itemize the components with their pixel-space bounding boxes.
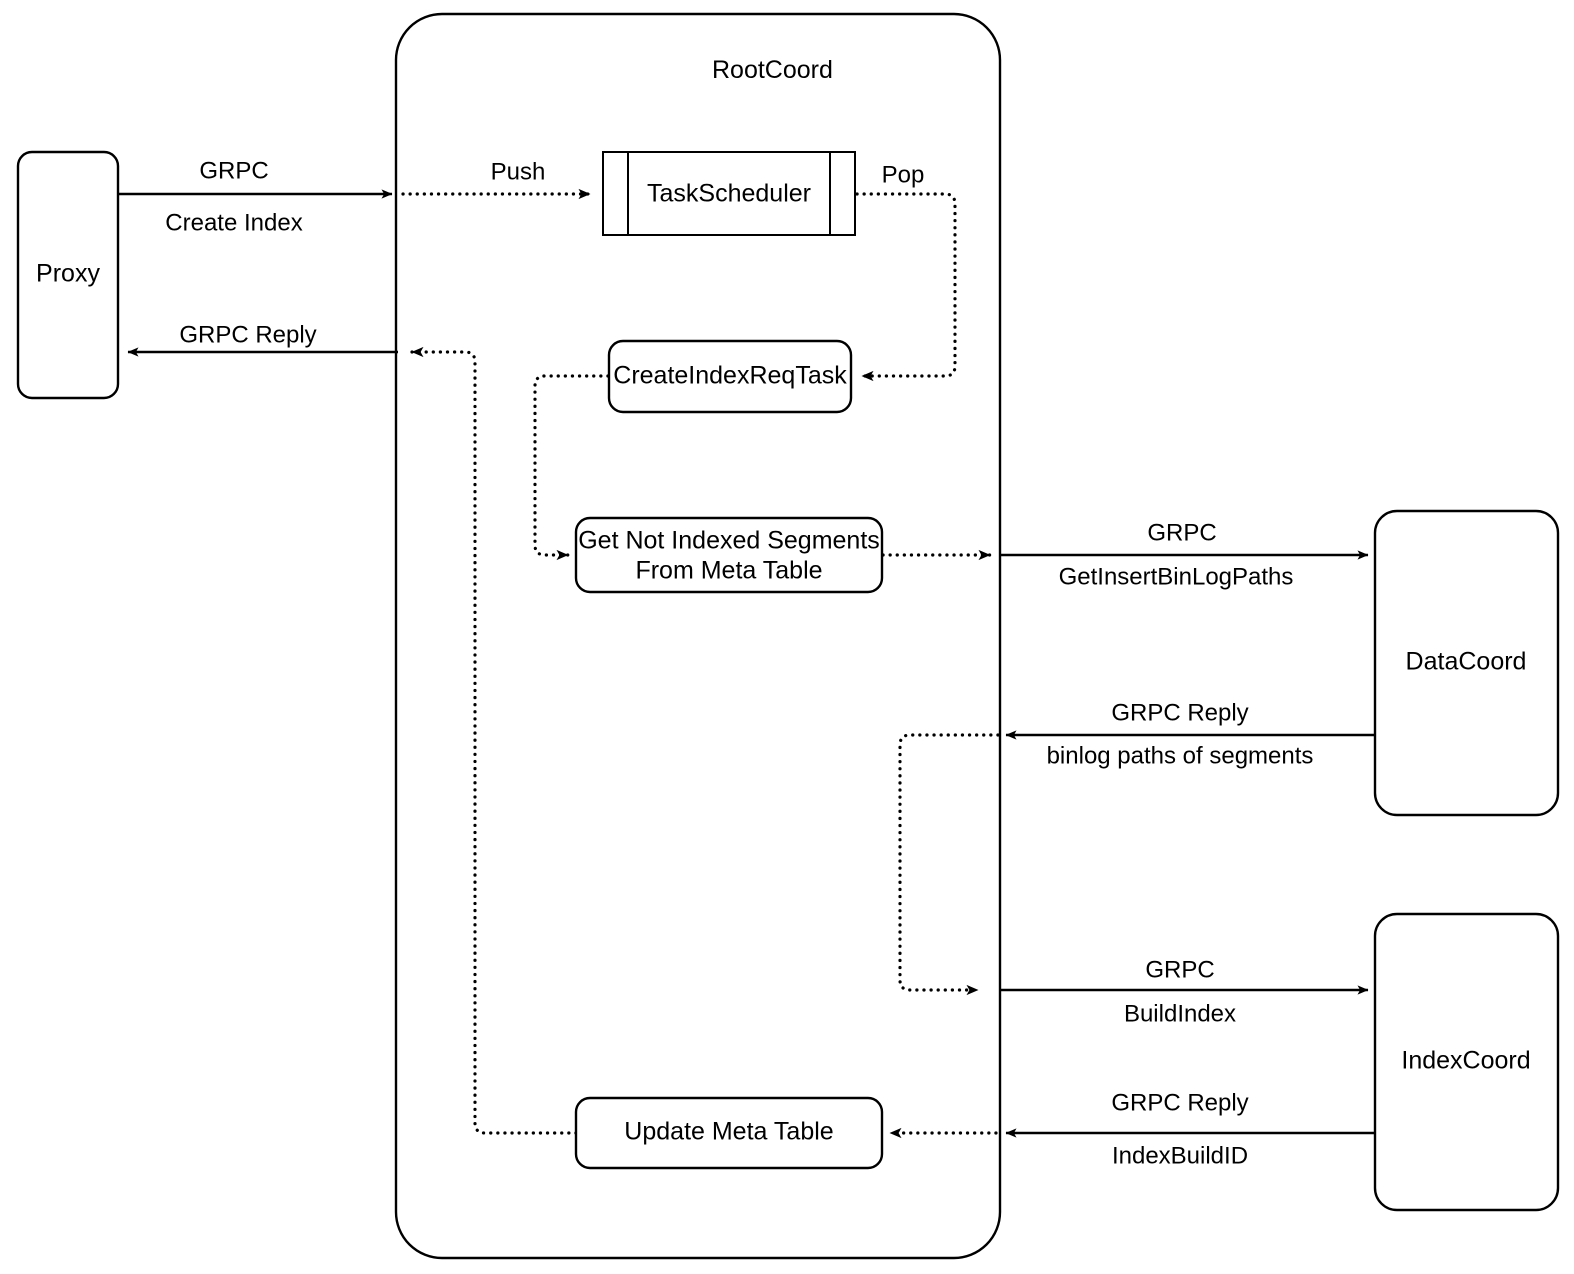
edge-label-getinsertbinlogpaths: GetInsertBinLogPaths — [1059, 563, 1294, 590]
edge-label-push: Push — [491, 158, 546, 185]
edge-label-buildindex: BuildIndex — [1124, 1000, 1236, 1027]
edge-label-binlog-paths: binlog paths of segments — [1047, 742, 1314, 769]
edge-label-grpc-datacoord: GRPC — [1147, 519, 1216, 546]
update-meta-table-node — [574, 1096, 884, 1170]
edge-label-create-index: Create Index — [165, 209, 302, 236]
edge-pop — [855, 192, 957, 382]
edge-label-grpc-reply-proxy: GRPC Reply — [179, 321, 316, 348]
create-index-req-task-node — [607, 339, 853, 414]
rootcoord-container — [394, 12, 1002, 1260]
task-scheduler-node — [602, 151, 856, 236]
create-index-req-task-label: CreateIndexReqTask — [613, 362, 847, 390]
edge-label-pop: Pop — [882, 161, 925, 188]
get-not-indexed-segments-node — [574, 516, 884, 594]
task-scheduler-label: TaskScheduler — [647, 180, 811, 208]
rootcoord-label: RootCoord — [712, 56, 833, 84]
get-not-indexed-segments-label-line2: From Meta Table — [635, 557, 822, 585]
proxy-node — [16, 150, 120, 400]
proxy-label: Proxy — [36, 260, 100, 288]
edge-updatemeta-to-reply — [410, 346, 578, 1135]
edge-label-grpc-proxy: GRPC — [199, 157, 268, 184]
data-coord-node — [1373, 509, 1560, 817]
data-coord-label: DataCoord — [1406, 648, 1527, 676]
update-meta-table-label: Update Meta Table — [624, 1118, 833, 1146]
edge-label-grpc-reply-indexcoord: GRPC Reply — [1111, 1089, 1248, 1116]
index-coord-label: IndexCoord — [1401, 1047, 1530, 1075]
index-coord-node — [1373, 912, 1560, 1212]
edge-label-grpc-reply-datacoord: GRPC Reply — [1111, 699, 1248, 726]
get-not-indexed-segments-label-line1: Get Not Indexed Segments — [578, 527, 880, 555]
edge-label-indexbuildid: IndexBuildID — [1112, 1142, 1248, 1169]
edge-label-grpc-indexcoord: GRPC — [1145, 956, 1214, 983]
edge-binlog-to-buildindex — [898, 733, 1000, 996]
